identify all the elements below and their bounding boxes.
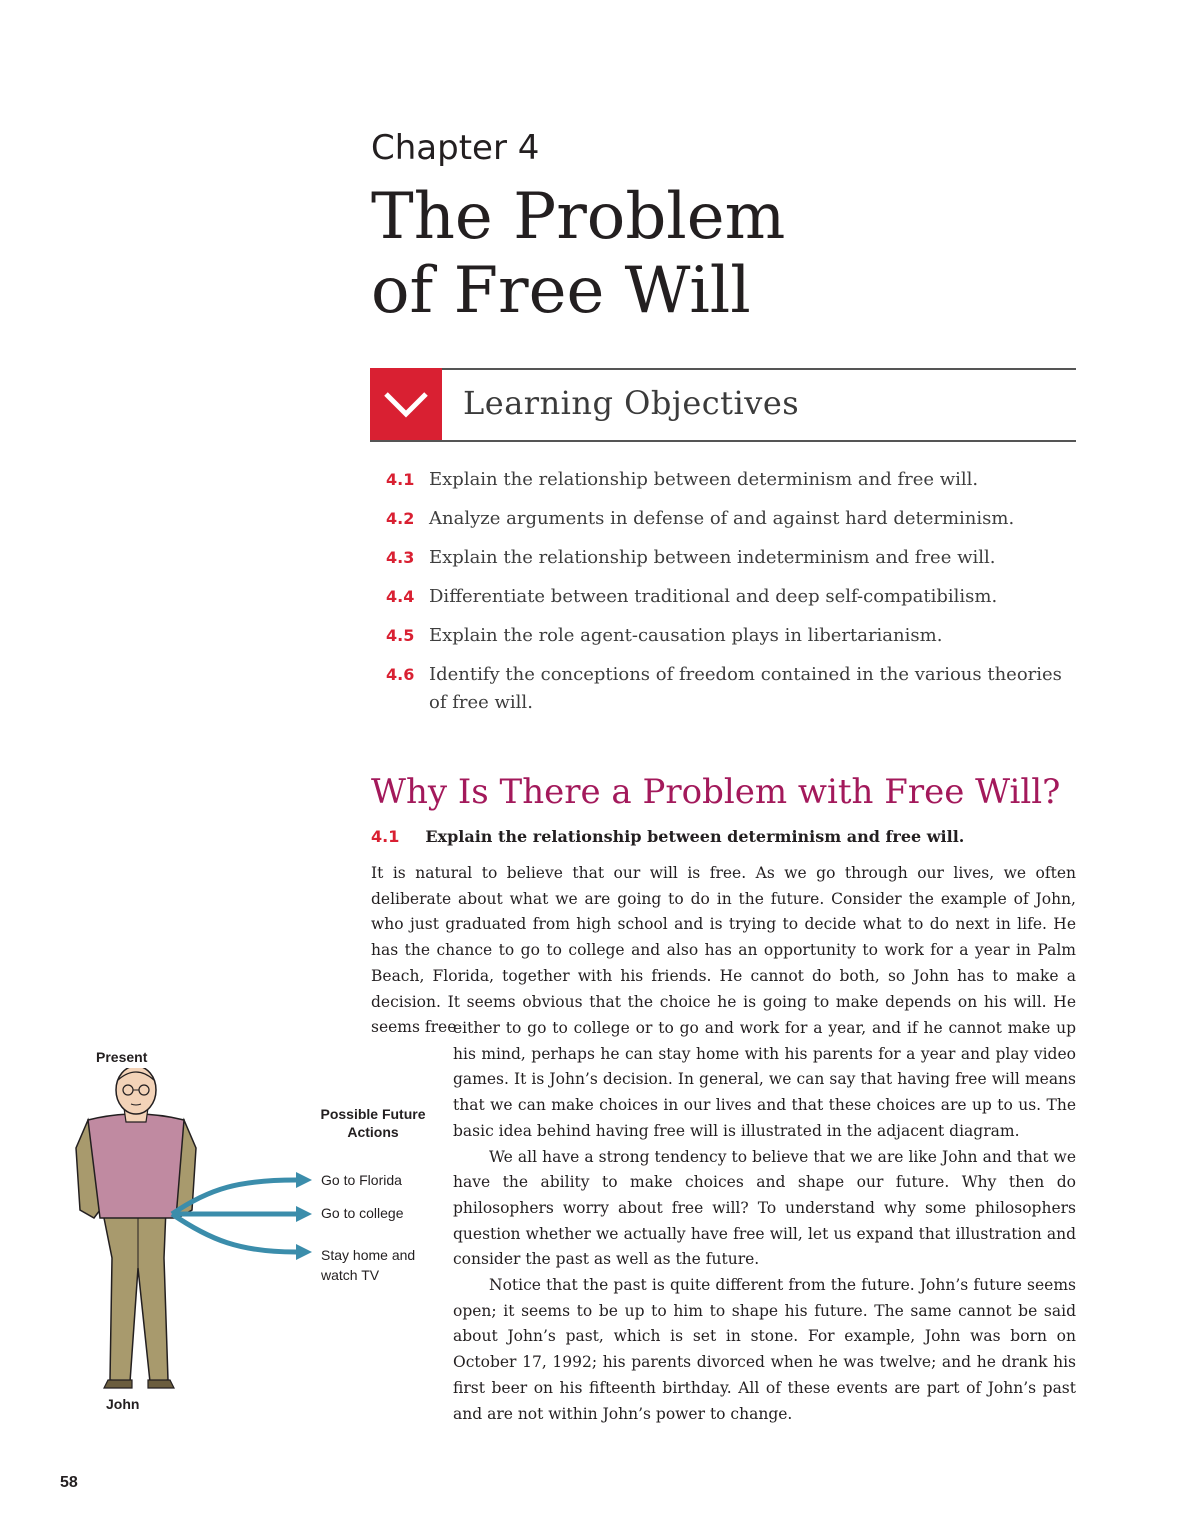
diagram-option-florida: Go to Florida (321, 1172, 402, 1188)
chapter-title: The Problem of Free Will (371, 180, 785, 328)
objective-text: Differentiate between traditional and de… (429, 586, 998, 607)
body-paragraph-1: It is natural to believe that our will i… (371, 864, 1076, 1037)
objective-item: 4.2 Analyze arguments in defense of and a… (386, 505, 1076, 533)
diagram-future-label: Possible Future Actions (308, 1105, 438, 1141)
objective-number: 4.6 (386, 665, 415, 684)
chevron-down-icon (370, 368, 442, 440)
objective-number: 4.4 (386, 587, 415, 606)
diagram-option-college: Go to college (321, 1205, 404, 1221)
body-paragraph-1-continued: either to go to college or to go and wor… (453, 1019, 1076, 1140)
section-objective-text: Explain the relationship between determi… (425, 827, 965, 846)
objective-text: Explain the relationship between indeter… (429, 547, 996, 568)
chapter-title-line1: The Problem (371, 180, 786, 254)
objectives-list: 4.1 Explain the relationship between dete… (386, 466, 1076, 728)
objective-number: 4.2 (386, 509, 415, 528)
objective-text: Analyze arguments in defense of and agai… (429, 508, 1015, 529)
diagram-person-label: John (106, 1396, 140, 1412)
section-objective-number: 4.1 (371, 827, 400, 846)
arrow-right-icon (170, 1172, 312, 1217)
objective-item: 4.6 Identify the conceptions of freedom c… (386, 661, 1076, 717)
page-number: 58 (60, 1474, 78, 1491)
diagram-future-label-line1: Possible Future (320, 1106, 426, 1122)
objective-item: 4.1 Explain the relationship between dete… (386, 466, 1076, 494)
objectives-heading: Learning Objectives (463, 384, 800, 422)
objective-text: Explain the relationship between determi… (429, 469, 979, 490)
arrow-right-icon (170, 1211, 312, 1260)
objective-item: 4.5 Explain the role agent-causation play… (386, 622, 1076, 650)
objective-number: 4.1 (386, 470, 415, 489)
objective-number: 4.5 (386, 626, 415, 645)
diagram-future-label-line2: Actions (347, 1124, 399, 1140)
arrow-right-icon (172, 1206, 312, 1222)
objective-text: Identify the conceptions of freedom cont… (429, 664, 1062, 713)
objectives-top-rule (370, 368, 1076, 370)
body-column: either to go to college or to go and wor… (453, 1016, 1076, 1427)
chapter-title-line2: of Free Will (371, 254, 751, 328)
diagram-present-label: Present (96, 1049, 148, 1065)
objective-item: 4.3 Explain the relationship between inde… (386, 544, 1076, 572)
section-objective: 4.1 Explain the relationship between dete… (371, 827, 964, 846)
john-figure (75, 1068, 312, 1389)
chapter-label: Chapter 4 (371, 128, 540, 168)
section-title: Why Is There a Problem with Free Will? (371, 772, 1061, 812)
body-paragraph-2: We all have a strong tendency to believe… (453, 1147, 1076, 1269)
body-paragraph-3: Notice that the past is quite different … (453, 1276, 1076, 1423)
objective-text: Explain the role agent-causation plays i… (429, 625, 943, 646)
objective-number: 4.3 (386, 548, 415, 567)
objective-item: 4.4 Differentiate between traditional and… (386, 583, 1076, 611)
diagram-option-stay-home: Stay home and watch TV (321, 1247, 416, 1283)
objectives-bottom-rule (370, 440, 1076, 442)
